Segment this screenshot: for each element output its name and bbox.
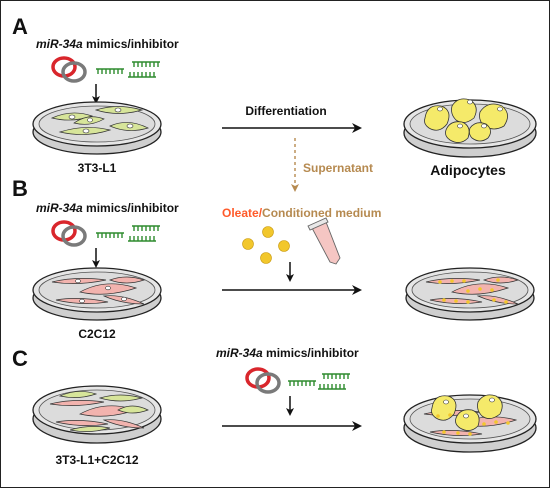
rna-strands-icon	[288, 373, 350, 390]
panel-a: A miR-34a mimics/inhibitor	[12, 14, 537, 192]
panel-letter-b: B	[12, 176, 28, 201]
treatment-gene-a: miR-34a	[36, 37, 83, 51]
medium-label: Oleate/Conditioned medium	[222, 206, 381, 220]
arrow-label-differentiation: Differentiation	[245, 104, 326, 118]
dish-coculture-result	[403, 394, 537, 453]
panel-letter-a: A	[12, 14, 28, 39]
conditioned-medium-tube-icon	[307, 217, 341, 265]
plasmid-icon	[51, 220, 87, 247]
treatment-gene-b: miR-34a	[36, 201, 83, 215]
medium-conditioned: Conditioned medium	[262, 206, 381, 220]
dish-c2c12	[32, 267, 162, 321]
treatment-rest-c: mimics/inhibitor	[263, 346, 359, 360]
medium-oleate: Oleate	[222, 206, 259, 220]
rna-strands-icon	[96, 225, 160, 242]
treatment-label-c: miR-34a mimics/inhibitor	[216, 346, 359, 360]
supernatant-label: Supernatant	[303, 161, 373, 175]
treatment-rest-a: mimics/inhibitor	[83, 37, 179, 51]
dish-label-c: 3T3-L1+C2C12	[55, 453, 138, 467]
panel-letter-c: C	[12, 346, 28, 371]
plasmid-icon	[245, 367, 281, 394]
oleate-droplets-icon	[242, 226, 290, 264]
panel-b: B miR-34a mimics/inhibitor	[12, 176, 535, 341]
plasmid-icon	[51, 56, 87, 83]
dish-coculture	[32, 385, 162, 444]
dish-label-b: C2C12	[78, 327, 116, 341]
treatment-label-b: miR-34a mimics/inhibitor	[36, 201, 179, 215]
treatment-gene-c: miR-34a	[216, 346, 263, 360]
product-label-a: Adipocytes	[430, 162, 506, 178]
dish-3t3l1	[32, 101, 162, 155]
rna-strands-icon	[96, 61, 160, 78]
treatment-label-a: miR-34a mimics/inhibitor	[36, 37, 179, 51]
treatment-rest-b: mimics/inhibitor	[83, 201, 179, 215]
dish-label-a: 3T3-L1	[78, 161, 117, 175]
dish-c2c12-lipid	[405, 267, 535, 321]
dish-adipocytes	[403, 98, 537, 158]
panel-c: C 3T3-L1+C2C12 miR-34a mimics/inhibitor	[12, 346, 537, 467]
medium-separator: /	[259, 206, 263, 220]
